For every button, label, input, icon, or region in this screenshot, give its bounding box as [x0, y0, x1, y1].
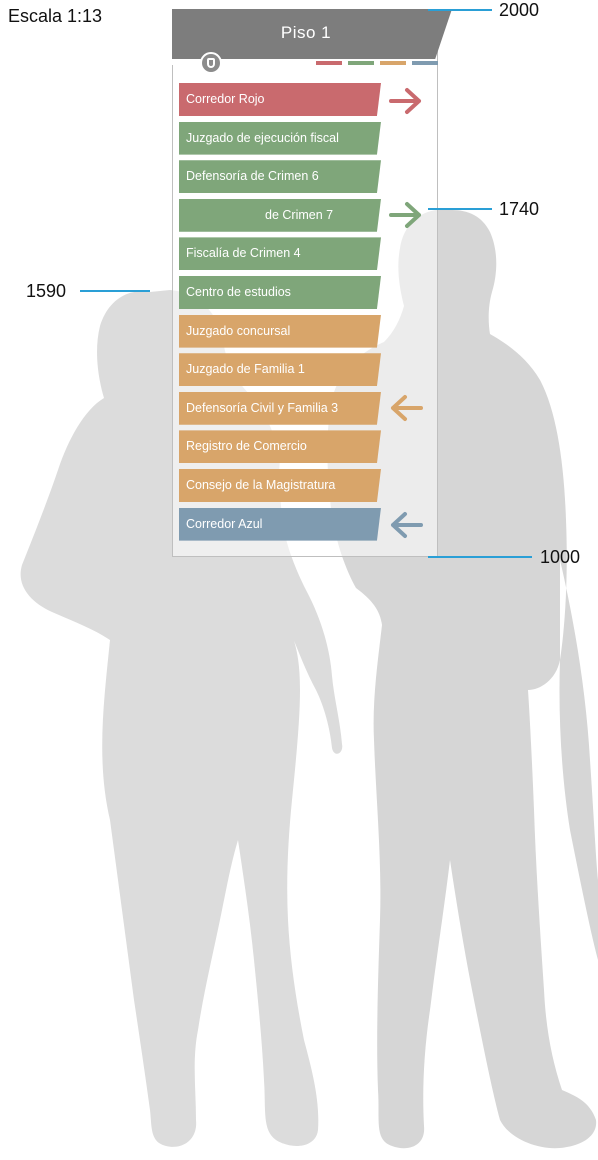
- dimension-label-1590: 1590: [26, 281, 67, 301]
- directory-row: Corredor Azul: [179, 507, 381, 541]
- arrow-right-icon: [389, 202, 421, 228]
- directory-row-label: Centro de estudios: [186, 285, 291, 299]
- color-tab-orange: [380, 61, 406, 65]
- dimension-label-1740: 1740: [499, 199, 540, 219]
- directory-row-label: Fiscalía de Crimen 4: [186, 246, 301, 261]
- directory-row: de Crimen 7: [179, 198, 381, 232]
- sign-header: [172, 9, 452, 59]
- directory-row-label: de Crimen 7: [265, 207, 334, 222]
- header-white-strip: [172, 59, 312, 65]
- dimension-line-1740: [428, 208, 492, 210]
- directory-row: Corredor Rojo: [179, 83, 381, 116]
- directory-row: Fiscalía de Crimen 4: [179, 237, 381, 271]
- directory-row: Defensoría de Crimen 6: [179, 160, 381, 194]
- dimension-label-1000: 1000: [540, 547, 581, 567]
- directory-row: Juzgado concursal: [179, 314, 381, 348]
- color-tab-red: [316, 61, 342, 65]
- directory-row-label: Corredor Azul: [186, 516, 263, 531]
- arrow-left-icon: [391, 512, 423, 538]
- dimension-line-1000: [428, 556, 532, 558]
- directory-row-label: Juzgado concursal: [186, 323, 291, 338]
- directory-row-label: Registro de Comercio: [186, 439, 307, 454]
- directory-row: Juzgado de ejecución fiscal: [179, 121, 381, 155]
- directory-row: Centro de estudios: [179, 276, 381, 309]
- directory-row-label: Corredor Rojo: [186, 92, 265, 106]
- sign-title: Piso 1: [280, 23, 332, 42]
- dimension-label-2000: 2000: [499, 0, 540, 20]
- directory-row-label: Juzgado de ejecución fiscal: [186, 130, 339, 145]
- directory-row-label: Defensoría Civil y Familia 3: [186, 400, 339, 415]
- directory-row: Juzgado de Familia 1: [179, 353, 381, 387]
- color-tab-blue: [412, 61, 438, 65]
- dimension-line-1590: [80, 290, 150, 292]
- arrow-left-icon: [391, 395, 423, 421]
- directory-row: Registro de Comercio: [179, 430, 381, 464]
- directory-row: Defensoría Civil y Familia 3: [179, 391, 381, 425]
- scale-label: Escala 1:13: [8, 6, 103, 26]
- directory-row-label: Juzgado de Familia 1: [186, 362, 305, 377]
- dimension-line-2000: [428, 9, 492, 11]
- color-tab-green: [348, 61, 374, 65]
- arrow-right-icon: [389, 88, 421, 114]
- institution-logo-icon: [200, 52, 222, 74]
- directory-row-label: Defensoría de Crimen 6: [186, 169, 319, 184]
- directory-row: Consejo de la Magistratura: [179, 469, 381, 502]
- directory-row-label: Consejo de la Magistratura: [186, 478, 336, 492]
